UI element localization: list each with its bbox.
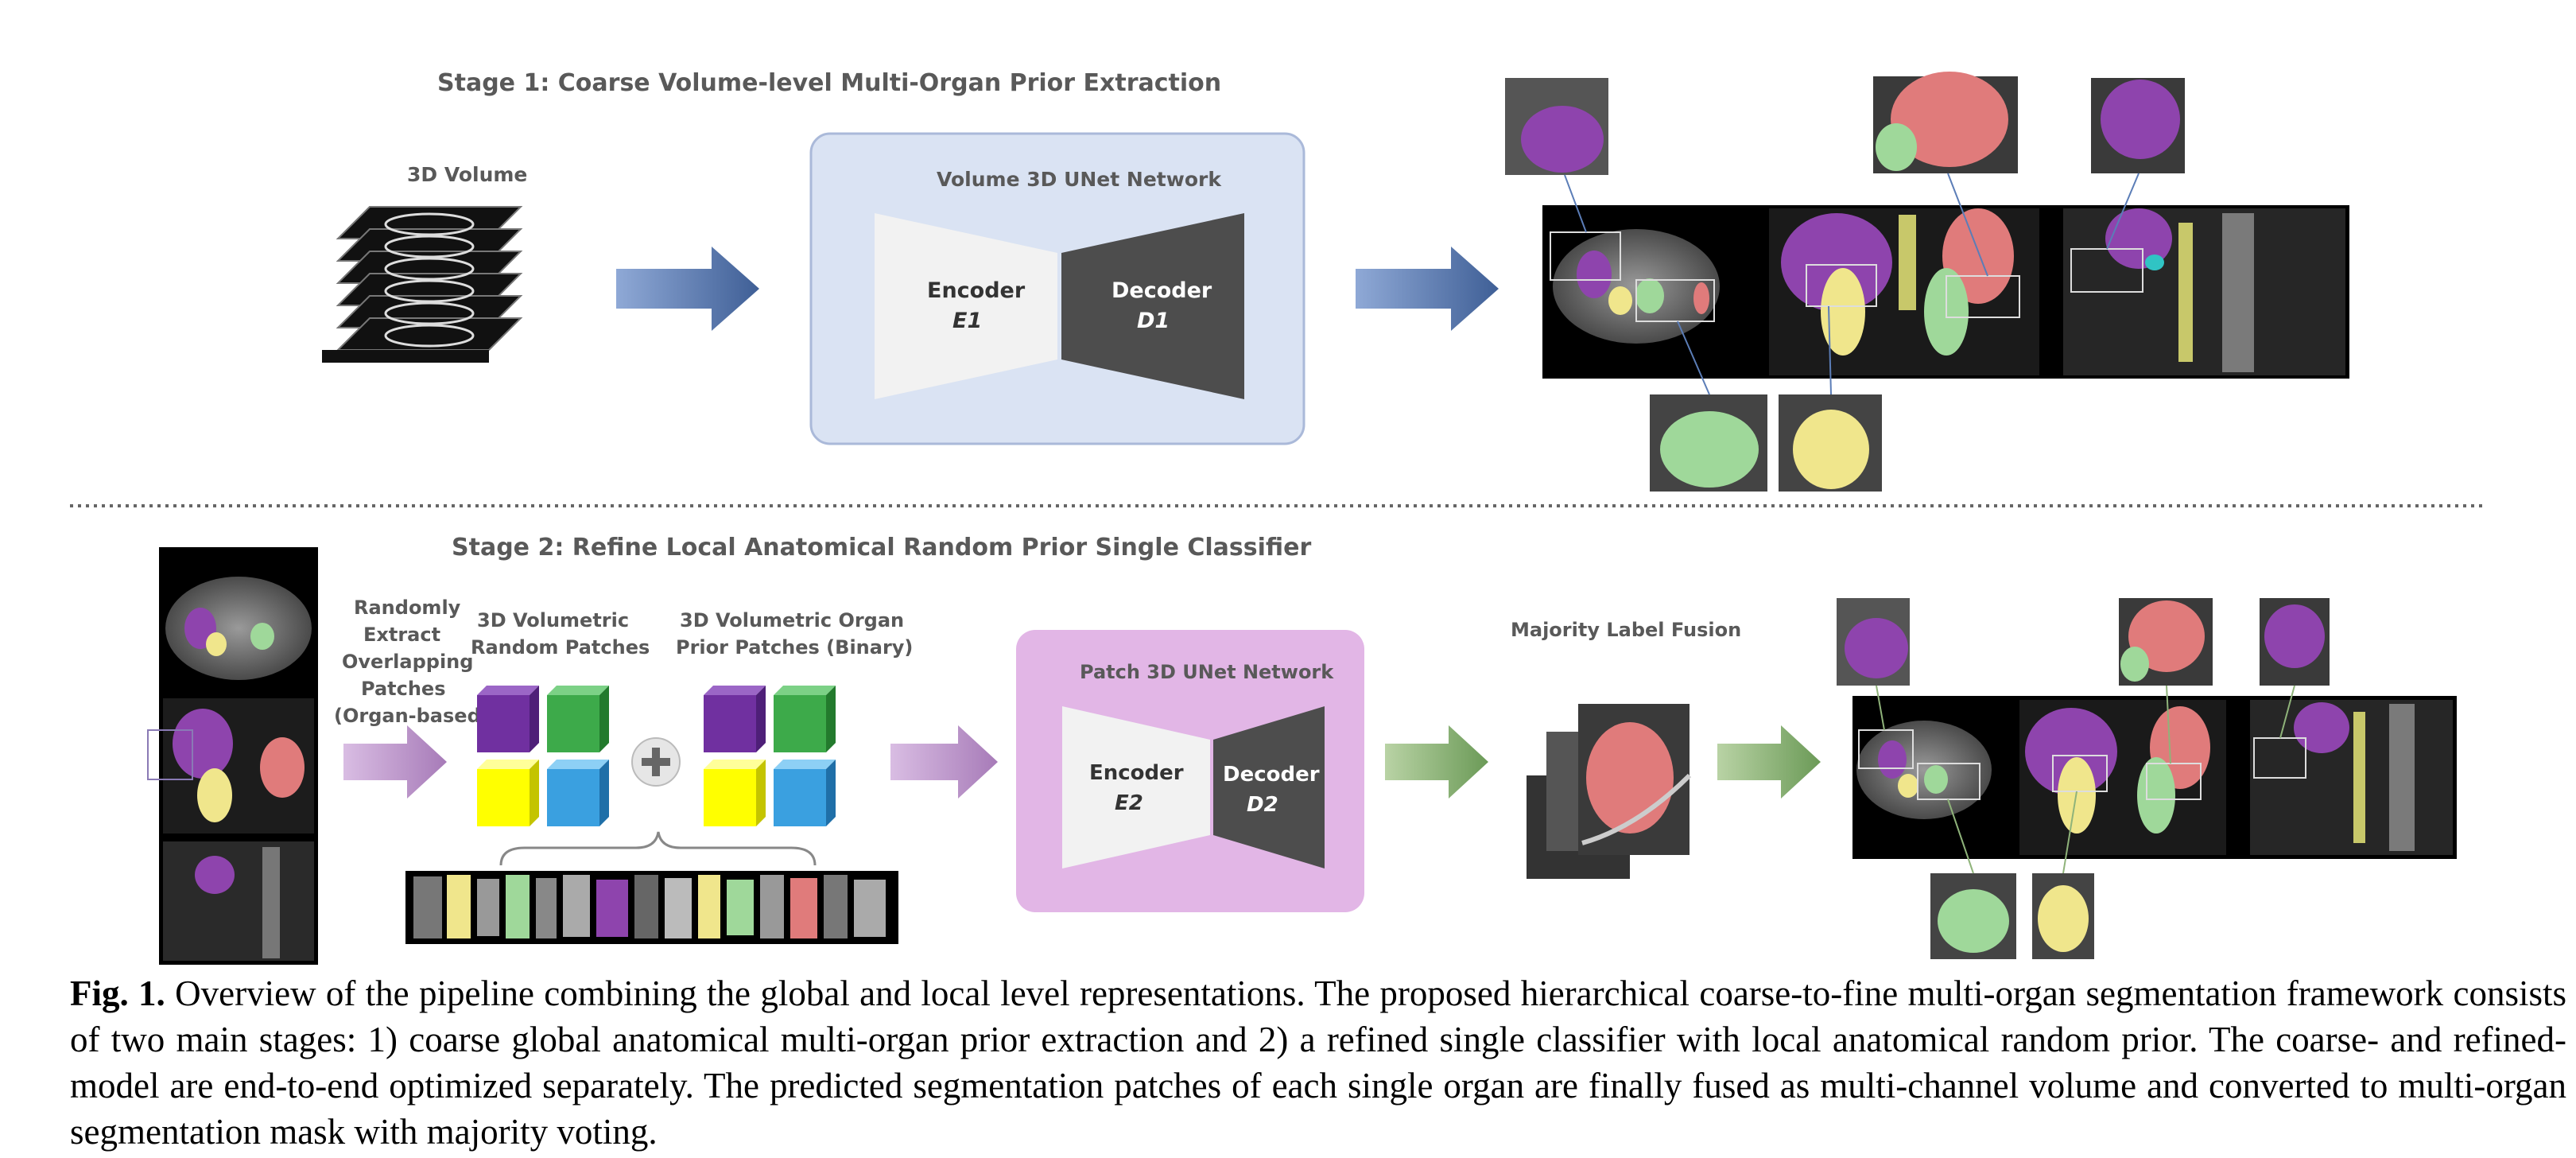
- encoder-e1-label: Encoder: [927, 278, 1026, 303]
- fusion-label: Majority Label Fusion: [1511, 619, 1741, 641]
- encoder-e2-label: Encoder: [1089, 761, 1184, 785]
- figure-caption: Fig. 1. Overview of the pipeline combini…: [70, 970, 2566, 1155]
- volume-label: 3D Volume: [407, 163, 527, 186]
- encoder-e2-id: E2: [1115, 791, 1143, 815]
- stage1-arrow-2: [1356, 247, 1499, 331]
- extract-label-line1: Randomly: [354, 596, 461, 619]
- patch-unet-network: Patch 3D UNet Network Encoder E2 Decoder…: [1016, 630, 1364, 912]
- decoder-d1-id: D1: [1137, 309, 1170, 333]
- decoder-d2-block: [1213, 706, 1325, 868]
- stage1-arrow-1: [616, 247, 759, 331]
- stage2-input-ct: [147, 547, 318, 965]
- random-patch-cubes: [477, 686, 609, 826]
- caption-text: Overview of the pipeline combining the g…: [70, 973, 2566, 1152]
- plus-icon: [631, 737, 681, 787]
- stage2-arrow-2: [890, 725, 998, 799]
- patch-strip: [405, 871, 898, 944]
- pipeline-figure: Stage 1: Coarse Volume-level Multi-Organ…: [70, 69, 2485, 965]
- decoder-d2-label: Decoder: [1223, 763, 1320, 787]
- decoder-d2-id: D2: [1247, 793, 1278, 817]
- encoder-e1-block: [875, 213, 1057, 399]
- stage1-title: Stage 1: Coarse Volume-level Multi-Organ…: [437, 69, 1221, 97]
- stage2-arrow-4: [1717, 725, 1821, 799]
- volume-network-title: Volume 3D UNet Network: [937, 168, 1222, 191]
- decoder-d1-label: Decoder: [1111, 278, 1212, 303]
- organ-prior-cubes: [704, 686, 836, 826]
- stage2-arrow-1: [343, 725, 447, 799]
- encoder-e2-block: [1062, 706, 1210, 868]
- random-patches-label-line1: 3D Volumetric: [477, 609, 629, 631]
- organ-prior-label-line1: 3D Volumetric Organ: [680, 609, 904, 631]
- patch-network-title: Patch 3D UNet Network: [1080, 661, 1334, 683]
- decoder-d1-block: [1061, 213, 1244, 399]
- stage2-title: Stage 2: Refine Local Anatomical Random …: [452, 534, 1311, 562]
- stage2-arrow-3: [1385, 725, 1488, 799]
- extract-label-line4: Patches: [361, 678, 446, 700]
- extract-label-line2: Extract: [363, 624, 440, 646]
- 3d-volume-stack: [322, 206, 523, 363]
- extract-label-line3: Overlapping: [342, 651, 473, 673]
- volume-unet-network: Volume 3D UNet Network Encoder E1 Decode…: [809, 132, 1305, 445]
- organ-prior-label-line2: Prior Patches (Binary): [676, 636, 913, 659]
- stage1-segmentation-output: [1505, 72, 2349, 492]
- patches-brace: [499, 831, 817, 866]
- encoder-e1-id: E1: [952, 309, 982, 333]
- stage2-segmentation-output: [1837, 598, 2457, 959]
- random-patches-label-line2: Random Patches: [471, 636, 650, 659]
- fused-patch-stack: [1527, 704, 1692, 879]
- extract-label-line5: (Organ-based): [334, 705, 490, 727]
- caption-label: Fig. 1.: [70, 973, 165, 1013]
